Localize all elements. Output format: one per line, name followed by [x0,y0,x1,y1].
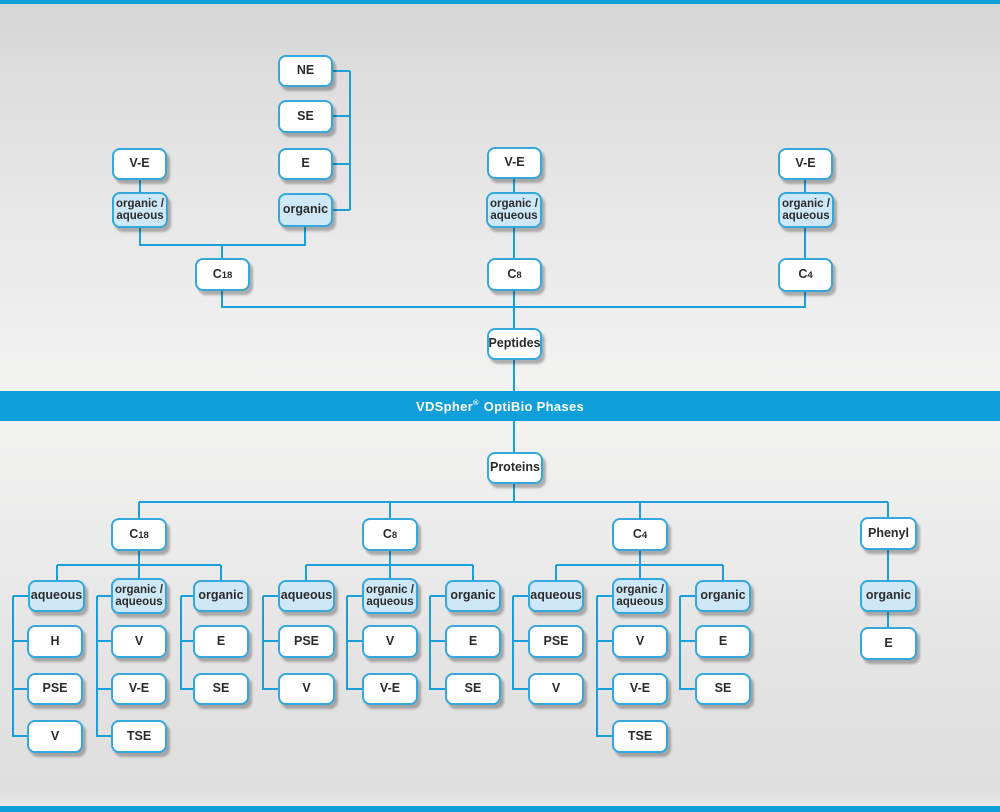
proteins-column-phenyl-box: Phenyl [860,517,917,550]
proteins-c4-eluent-aqueous-box: aqueous [528,580,584,612]
proteins-c4-eluent-organic-aqueous-box: organic /aqueous [612,578,668,614]
peptides-c18-phase-ne-box: NE [278,55,333,87]
proteins-c18-phase-v-aq-box: V [27,720,83,753]
proteins-c4-eluent-organic-box: organic [695,580,751,612]
peptides-c8-phase-ve-box: V-E [487,147,542,179]
proteins-c4-phase-tse-box: TSE [612,720,668,753]
banner-title: VDSpher® OptiBio Phases [415,398,585,414]
peptides-c8-eluent-organic-aqueous-box: organic /aqueous [486,192,542,228]
proteins-c18-phase-v-box: V [111,625,167,658]
peptides-c18-eluent-organic-aqueous-box: organic /aqueous [112,192,168,228]
peptides-c18-phase-ve-box: V-E [112,148,167,180]
peptides-c18-phase-se-box: SE [278,100,333,133]
proteins-c18-phase-ve-box: V-E [111,673,167,705]
proteins-c8-phase-ve-box: V-E [362,673,418,705]
proteins-c8-phase-v-aq-box: V [278,673,335,705]
proteins-c8-eluent-aqueous-box: aqueous [278,580,335,612]
proteins-c4-phase-se-box: SE [695,673,751,705]
proteins-c8-phase-v-box: V [362,625,418,658]
top-accent-strip [0,0,1000,4]
proteins-c4-phase-v-aq-box: V [528,673,584,705]
bottom-accent-strip [0,806,1000,812]
proteins-c18-phase-tse-box: TSE [111,720,167,753]
peptides-c4-eluent-organic-aqueous-box: organic /aqueous [778,192,834,228]
optibio-banner: VDSpher® OptiBio Phases [0,391,1000,421]
proteins-c18-eluent-aqueous-box: aqueous [28,580,85,612]
proteins-c18-phase-se-box: SE [193,673,249,705]
proteins-c8-eluent-organic-aqueous-box: organic /aqueous [362,578,418,614]
peptides-c4-phase-ve-box: V-E [778,148,833,180]
proteins-c18-eluent-organic-aqueous-box: organic /aqueous [111,578,167,614]
proteins-c18-eluent-organic-box: organic [193,580,249,612]
registered-mark: ® [472,398,479,408]
proteins-phenyl-phase-e-box: E [860,627,917,660]
proteins-c8-eluent-organic-box: organic [445,580,501,612]
proteins-c4-phase-ve-box: V-E [612,673,668,705]
peptides-c18-eluent-organic-box: organic [278,193,333,227]
proteins-c8-phase-e-box: E [445,625,501,658]
proteins-phenyl-eluent-organic-box: organic [860,580,917,612]
proteins-c4-phase-v-box: V [612,625,668,658]
proteins-c8-phase-pse-box: PSE [278,625,335,658]
proteins-c18-phase-h-box: H [27,625,83,658]
proteins-c18-phase-pse-box: PSE [27,673,83,705]
peptides-root-box: Peptides [487,328,542,360]
proteins-root-box: Proteins [487,452,543,484]
peptides-c18-phase-e-box: E [278,148,333,180]
proteins-c4-phase-e-box: E [695,625,751,658]
proteins-c8-phase-se-box: SE [445,673,501,705]
proteins-c4-phase-pse-box: PSE [528,625,584,658]
proteins-c18-phase-e-box: E [193,625,249,658]
